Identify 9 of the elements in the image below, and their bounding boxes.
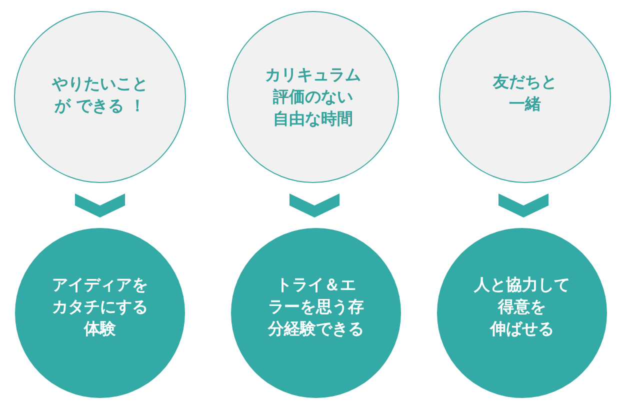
chevron-arrow	[75, 194, 125, 218]
node-text: トライ＆エラーを思う存分経験できる	[268, 274, 364, 340]
node-text: やりたいことが できる ！	[52, 73, 148, 117]
chevron-arrow	[498, 194, 548, 218]
node-text: 友だちと一緒	[493, 71, 557, 115]
node-text: アイディアをカタチにする体験	[52, 274, 148, 340]
node-text: カリキュラム評価のない自由な時間	[265, 64, 361, 130]
node-text: 人と協力して得意を伸ばせる	[474, 274, 570, 340]
chevron-arrow	[290, 194, 340, 218]
